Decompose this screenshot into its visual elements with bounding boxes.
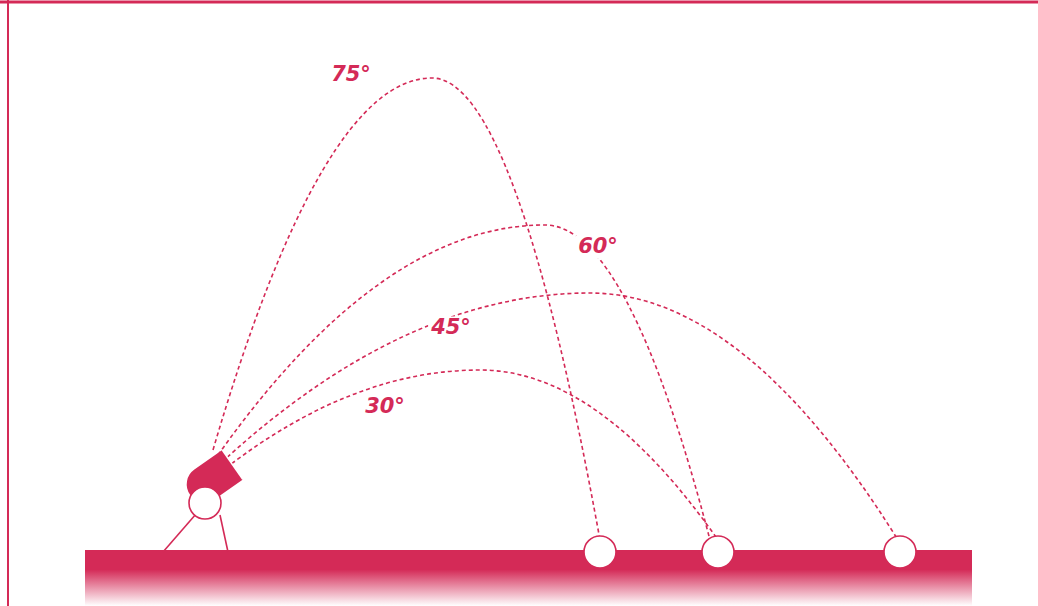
angle-label: 45° — [428, 316, 474, 339]
trajectory-60 — [218, 225, 710, 540]
frame-left — [7, 0, 9, 606]
trajectory-45 — [222, 293, 898, 540]
trajectory-30 — [226, 370, 718, 540]
trajectory-75 — [213, 78, 600, 540]
frame-top — [0, 1, 1038, 4]
trajectories — [213, 78, 898, 540]
ground — [85, 550, 972, 606]
cannon — [163, 450, 243, 552]
landing-balls — [584, 536, 916, 568]
angle-label: 75° — [328, 63, 374, 86]
angle-label: 60° — [575, 235, 621, 258]
angle-label: 30° — [362, 395, 408, 418]
